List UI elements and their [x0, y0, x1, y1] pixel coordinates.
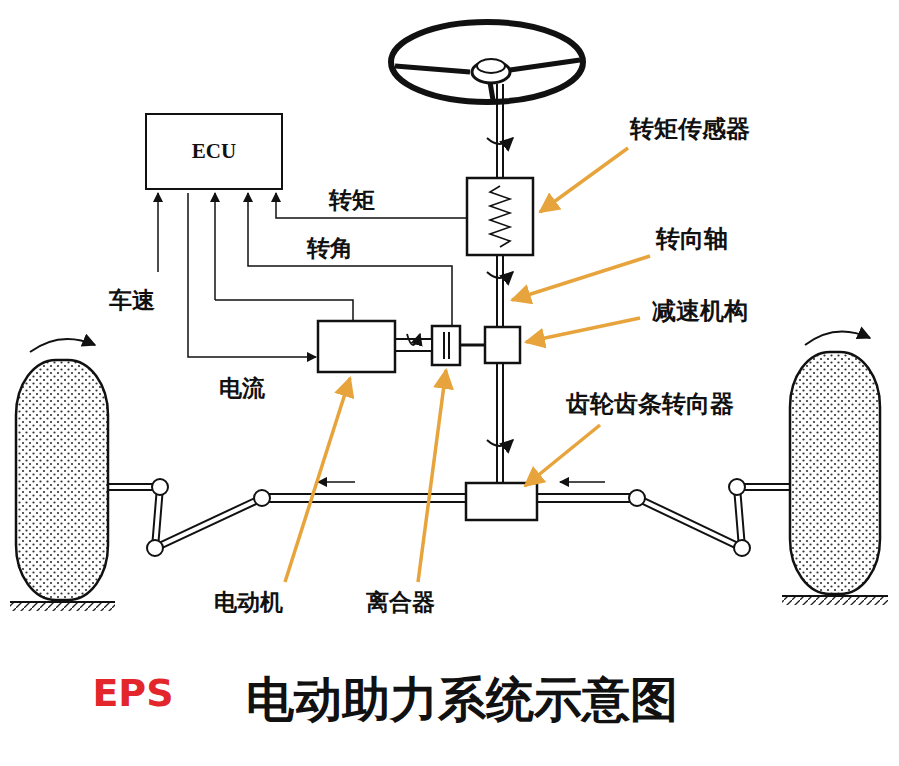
- part-label: 齿轮齿条转向器: [566, 391, 734, 419]
- part-label: 电动机: [214, 589, 283, 615]
- leader-arrows: [285, 148, 650, 582]
- clutch: [432, 326, 485, 365]
- rack-and-tie-rods: [108, 479, 790, 556]
- control-unit-box: ECU: [145, 113, 283, 190]
- steering-wheel: [391, 22, 583, 102]
- signal-label: 电流: [219, 375, 265, 401]
- signal-label: 转角: [307, 235, 353, 261]
- part-label: 减速机构: [652, 298, 748, 326]
- wheels: [10, 331, 888, 611]
- part-label: 离合器: [366, 589, 435, 615]
- diagram-title: 电动助力系统示意图: [246, 672, 678, 727]
- signal-label: 车速: [109, 287, 155, 313]
- badge-text: EPS: [92, 672, 173, 716]
- signal-wires: [158, 193, 467, 357]
- box-text: ECU: [192, 139, 236, 164]
- signal-label: 转矩: [329, 187, 375, 213]
- electric-motor: [318, 321, 432, 372]
- part-label: 转向轴: [656, 226, 728, 254]
- reduction-gear: [485, 327, 520, 363]
- torque-sensor: [467, 178, 533, 255]
- part-label: 转矩传感器: [630, 116, 750, 144]
- steering-shaft: [487, 84, 513, 485]
